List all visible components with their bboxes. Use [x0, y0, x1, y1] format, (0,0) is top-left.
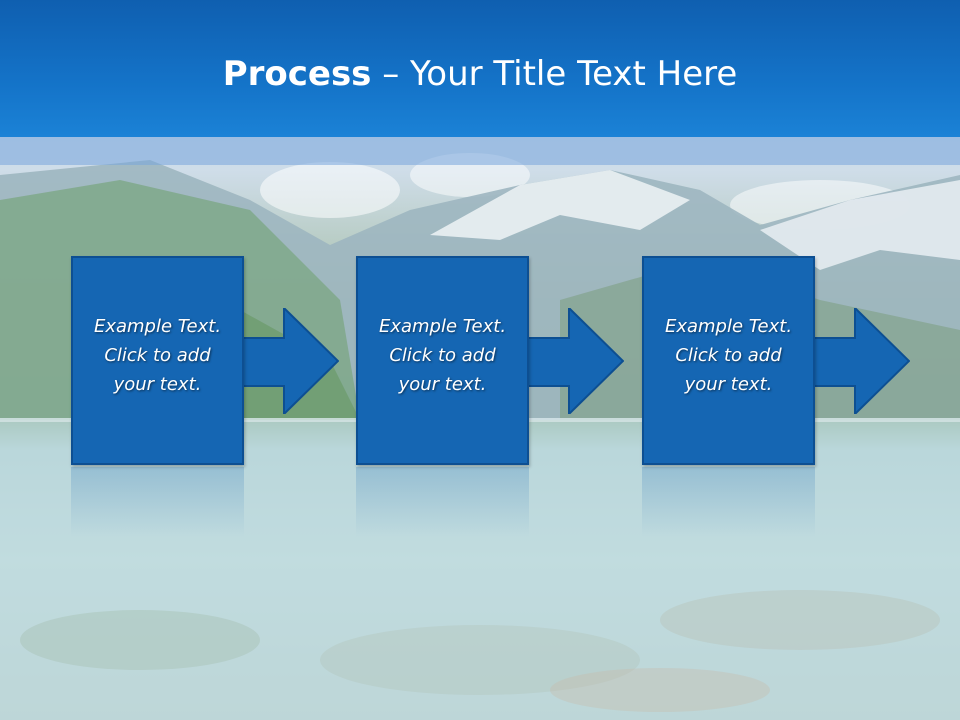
- step-text[interactable]: Example Text. Click to add your text.: [378, 316, 507, 395]
- arrow-right-icon: [521, 308, 624, 414]
- title-bar: [0, 0, 960, 137]
- step-reflection: [71, 467, 244, 537]
- process-step-2[interactable]: Example Text. Click to add your text.: [356, 256, 624, 465]
- arrow-right-icon: [236, 308, 339, 414]
- step-box: [356, 256, 529, 465]
- slide-title[interactable]: Process – Your Title Text Here: [0, 52, 960, 96]
- step-reflection: [356, 467, 529, 537]
- title-rest-text: – Your Title Text Here: [371, 54, 738, 94]
- arrow-right-icon: [807, 308, 910, 414]
- step-text[interactable]: Example Text. Click to add your text.: [664, 316, 793, 395]
- title-band: [0, 137, 960, 165]
- process-step-1[interactable]: Example Text. Click to add your text.: [71, 256, 339, 465]
- step-reflection: [642, 467, 815, 537]
- title-bold-text: Process: [222, 54, 372, 94]
- step-box: [642, 256, 815, 465]
- process-step-3[interactable]: Example Text. Click to add your text.: [642, 256, 910, 465]
- step-text[interactable]: Example Text. Click to add your text.: [93, 316, 222, 395]
- step-box: [71, 256, 244, 465]
